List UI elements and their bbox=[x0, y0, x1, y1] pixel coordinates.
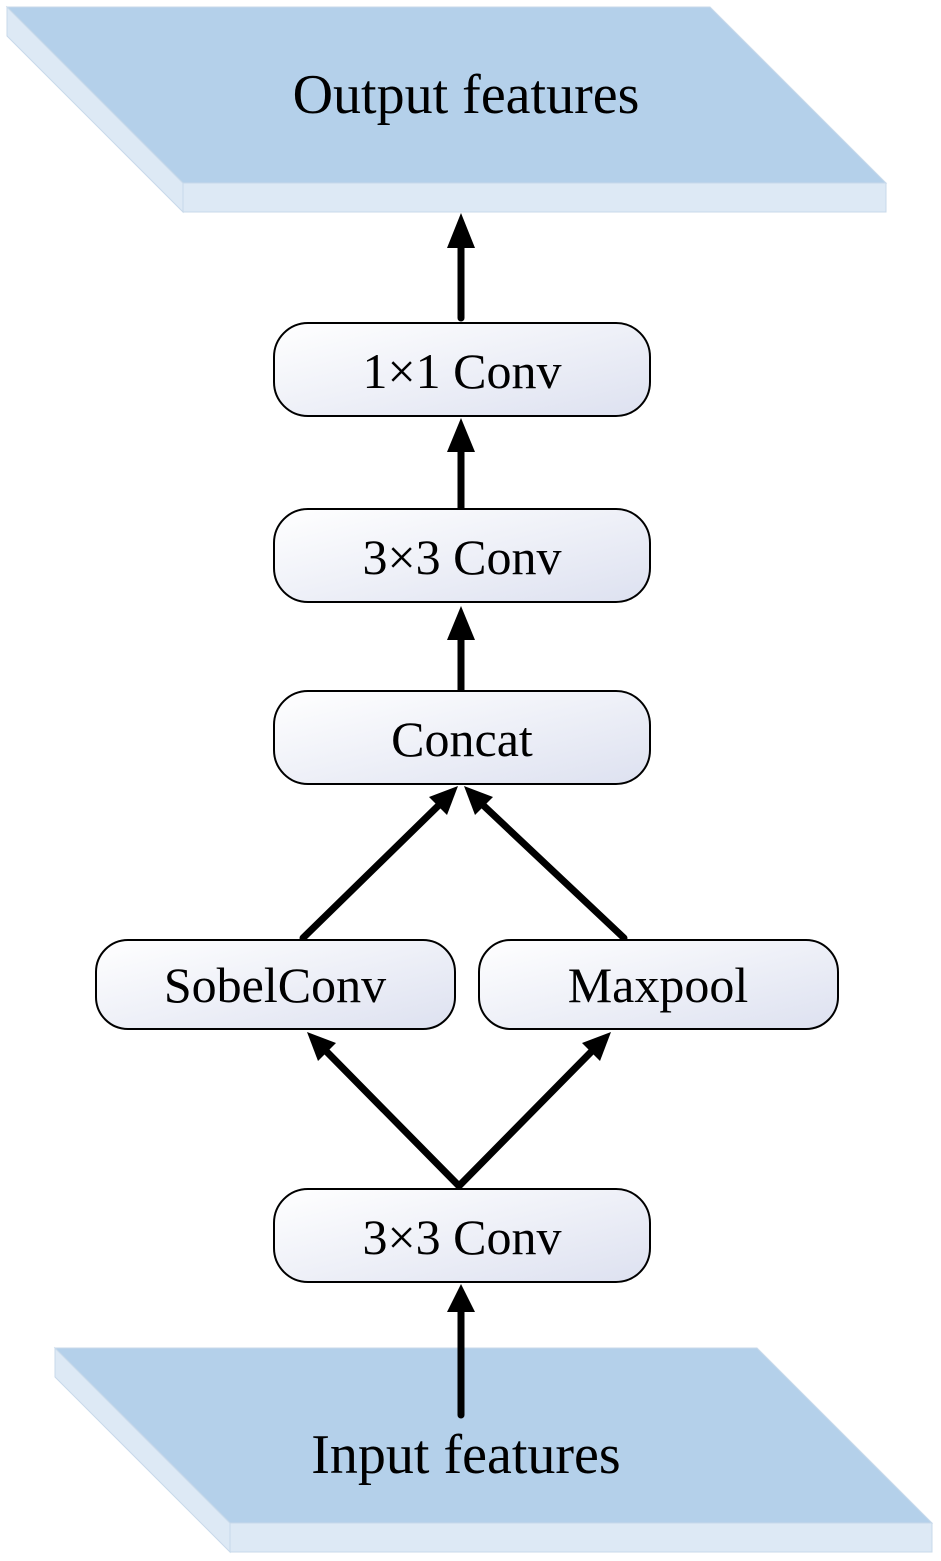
arrow-head-sobelconv-to-concat bbox=[429, 786, 458, 815]
arrow-head-to-maxpool bbox=[582, 1032, 611, 1061]
output-features-label: Output features bbox=[293, 64, 640, 126]
concat-box bbox=[273, 690, 651, 785]
maxpool-label: Maxpool bbox=[568, 957, 749, 1013]
conv3x3-top-box bbox=[273, 508, 651, 603]
conv3x3-bottom-box bbox=[273, 1188, 651, 1283]
conv3x3-bottom-label: 3×3 Conv bbox=[362, 1209, 561, 1265]
node-maxpool: Maxpool bbox=[478, 939, 839, 1030]
conv1x1-label: 1×1 Conv bbox=[362, 343, 561, 399]
conv1x1-box bbox=[273, 322, 651, 417]
input-plane-top bbox=[53, 1347, 934, 1524]
node-conv3x3-bottom: 3×3 Conv bbox=[273, 1188, 651, 1283]
arrow-head-conv3x3-top-to-conv1x1 bbox=[447, 418, 475, 452]
node-conv3x3-top: 3×3 Conv bbox=[273, 508, 651, 603]
arrow-head-maxpool-to-concat bbox=[464, 786, 493, 815]
input-features-label: Input features bbox=[311, 1424, 620, 1486]
maxpool-box bbox=[478, 939, 839, 1030]
arrow-conv3x3-bottom-to-sobelconv bbox=[323, 1048, 463, 1190]
conv3x3-top-label: 3×3 Conv bbox=[362, 529, 561, 585]
arrow-head-input-to-conv3x3-bottom bbox=[447, 1284, 475, 1312]
output-plane-top bbox=[5, 6, 888, 184]
arrow-head-concat-to-conv3x3-top bbox=[447, 606, 475, 640]
output-plane-front-edge bbox=[182, 182, 887, 213]
node-sobelconv: SobelConv bbox=[95, 939, 456, 1030]
arrows bbox=[299, 213, 628, 1419]
arrow-sobelconv-to-concat bbox=[299, 802, 442, 942]
arrow-conv3x3-bottom-to-maxpool bbox=[455, 1048, 595, 1190]
output-features-plane: Output features bbox=[5, 5, 888, 214]
node-conv1x1: 1×1 Conv bbox=[273, 322, 651, 417]
concat-label: Concat bbox=[391, 711, 533, 767]
input-features-plane: Input features bbox=[53, 1346, 934, 1554]
sobelconv-label: SobelConv bbox=[164, 957, 386, 1013]
node-concat: Concat bbox=[273, 690, 651, 785]
arrow-head-to-sobelconv bbox=[307, 1032, 336, 1061]
sobelconv-box bbox=[95, 939, 456, 1030]
input-plane-front-edge bbox=[229, 1522, 933, 1553]
arrow-head-conv1x1-to-output bbox=[447, 213, 475, 248]
arrow-maxpool-to-concat bbox=[480, 802, 628, 942]
